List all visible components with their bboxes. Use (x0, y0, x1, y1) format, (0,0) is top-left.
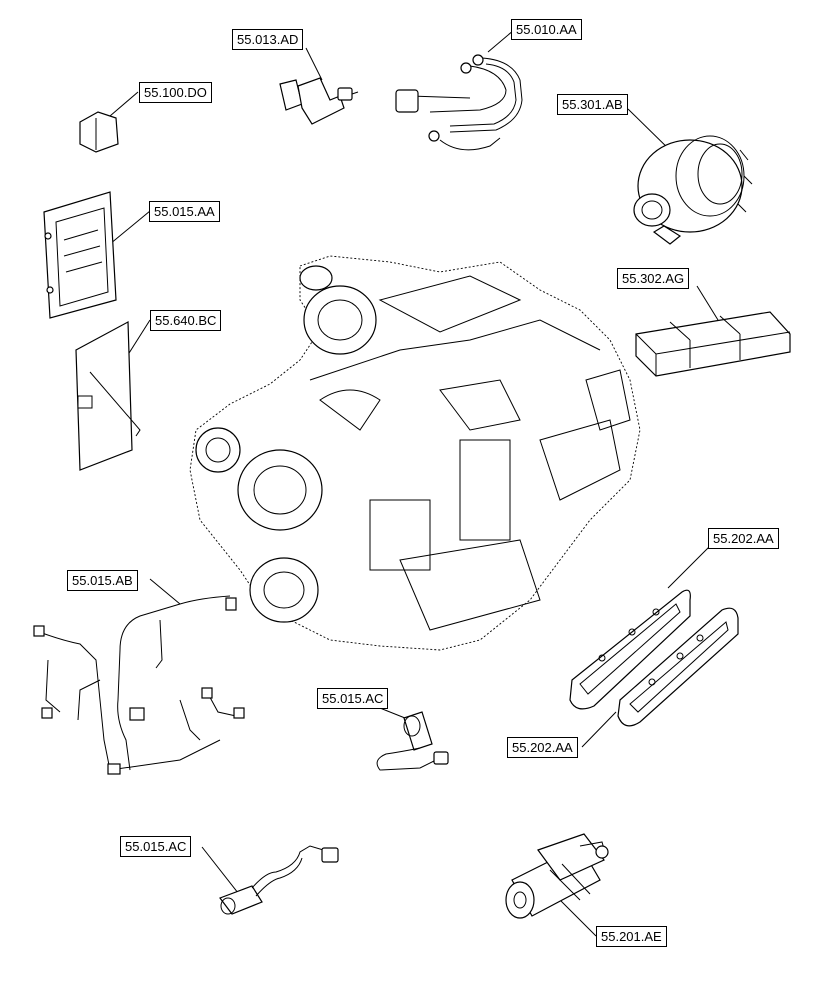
leader-lines (109, 29, 719, 937)
cap-part (79, 111, 119, 153)
callout-55-013-ad[interactable]: 55.013.AD (232, 29, 304, 50)
bracket-part (75, 321, 141, 471)
callout-55-202-aa-top[interactable]: 55.202.AA (708, 528, 779, 549)
callout-55-301-ab[interactable]: 55.301.AB (557, 94, 628, 115)
starter-motor-part (505, 833, 609, 919)
callout-55-015-ab[interactable]: 55.015.AB (67, 570, 138, 591)
callout-55-201-ae[interactable]: 55.201.AE (596, 926, 667, 947)
speed-sensor-part-2 (219, 845, 339, 915)
callout-55-015-aa[interactable]: 55.015.AA (149, 201, 220, 222)
callout-55-640-bc[interactable]: 55.640.BC (150, 310, 222, 331)
relay-box-part (635, 311, 791, 377)
ecu-part (43, 191, 117, 319)
pressure-sensor-part (279, 77, 359, 125)
injector-pipes-part (395, 54, 523, 151)
gasket-part-1 (569, 589, 691, 710)
alternator-part (633, 135, 753, 245)
callout-55-015-ac-bottom[interactable]: 55.015.AC (120, 836, 192, 857)
callout-55-015-ac-middle[interactable]: 55.015.AC (317, 688, 389, 709)
speed-sensor-part-1 (376, 711, 449, 771)
wiring-harness-part (33, 595, 245, 775)
callout-55-010-aa[interactable]: 55.010.AA (511, 19, 582, 40)
callout-55-302-ag[interactable]: 55.302.AG (617, 268, 690, 289)
callout-55-202-aa-bottom[interactable]: 55.202.AA (507, 737, 578, 758)
gasket-part-2 (617, 607, 739, 727)
callout-55-100-do[interactable]: 55.100.DO (139, 82, 212, 103)
engine-assembly (189, 255, 641, 651)
